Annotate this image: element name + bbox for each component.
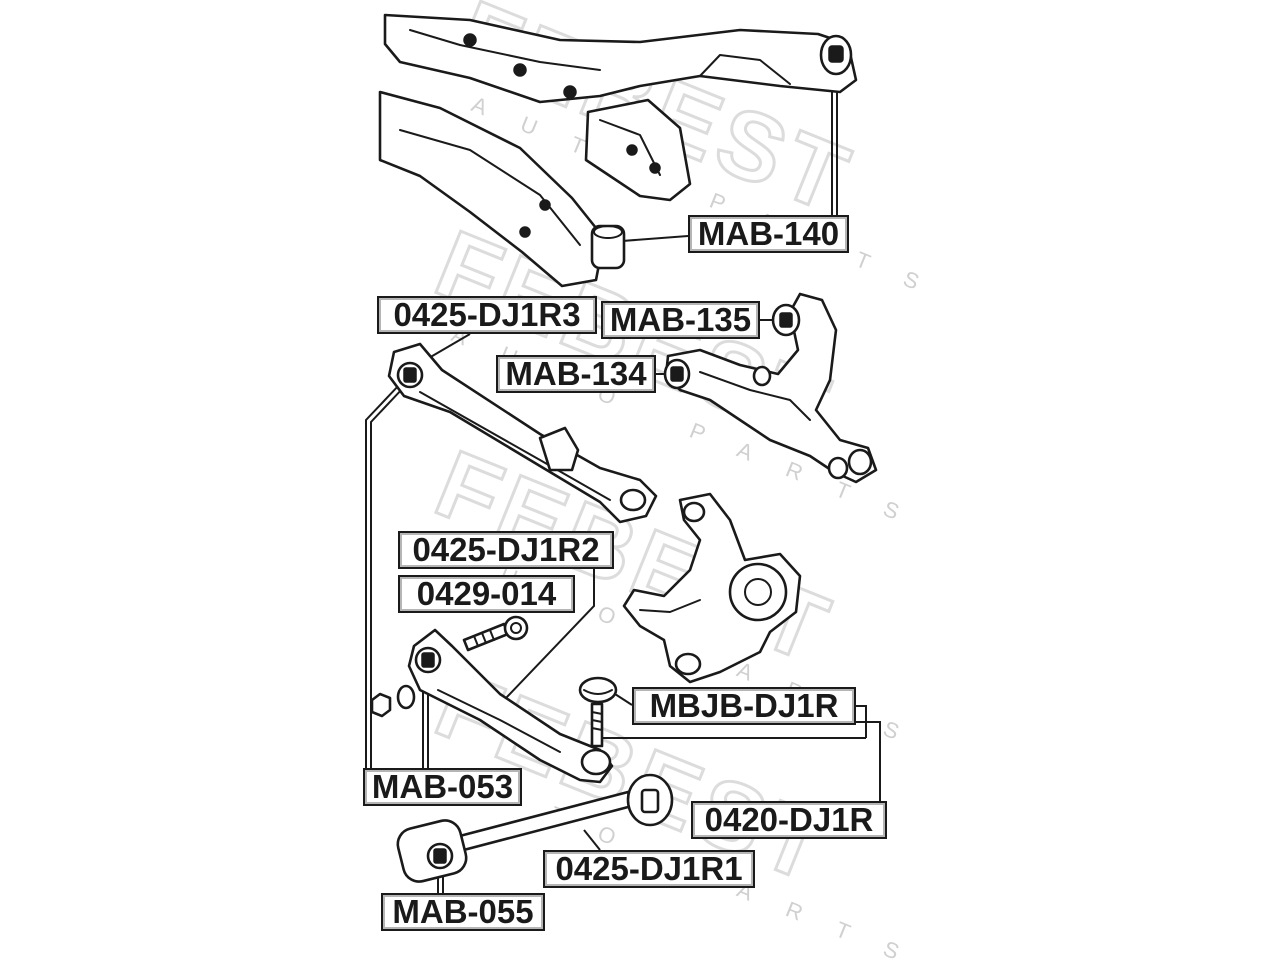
part-label-mab-135: MAB-135 — [601, 301, 760, 339]
part-label-0429-014: 0429-014 — [398, 575, 575, 613]
arm-end-eye — [847, 448, 873, 476]
arm-flange — [437, 689, 561, 753]
subframe-bolt — [519, 226, 531, 238]
bushing-core — [403, 367, 417, 383]
part-label-mab-134: MAB-134 — [496, 355, 656, 393]
part-label-mbjb-dj1r: MBJB-DJ1R — [632, 687, 856, 725]
knuckle-hub — [728, 562, 788, 622]
leader-mab-053-upper — [370, 386, 405, 768]
bolt-head — [503, 615, 529, 641]
leader-mab-140-lower — [621, 235, 689, 242]
arm-eye — [752, 365, 772, 387]
leader-lines — [365, 62, 881, 893]
knuckle-body — [622, 492, 802, 684]
bushing-mab-140-front — [590, 224, 626, 270]
arm-end-eye — [619, 488, 647, 512]
subframe-top-rail — [383, 13, 858, 104]
bushing-rim — [593, 225, 623, 239]
leader-0420-dj1r — [852, 721, 881, 801]
subframe-beam-edge — [399, 129, 581, 246]
knuckle-edge — [639, 599, 701, 613]
part-label-0420-dj1r: 0420-DJ1R — [691, 801, 887, 839]
bolt-thread — [473, 629, 495, 647]
leader-mab-053-upper — [365, 383, 401, 768]
nut-icon — [370, 692, 392, 718]
rear-knuckle — [622, 492, 802, 684]
subframe-bolt — [626, 144, 638, 156]
ball-joint-socket — [580, 748, 612, 776]
bushing-core — [433, 848, 447, 864]
arm-flange — [419, 391, 611, 501]
nut-and-washer — [370, 684, 416, 718]
part-label-0425-dj1r2: 0425-DJ1R2 — [398, 531, 614, 569]
upper-control-arm — [663, 292, 878, 484]
toe-link-outer-core — [640, 788, 660, 814]
leader-mbjb-dj1r — [614, 693, 633, 706]
leader-0425-dj1r1 — [583, 829, 601, 851]
ball-joint-stud — [590, 702, 604, 748]
bolt-head-center — [510, 622, 522, 634]
part-label-mab-055: MAB-055 — [381, 893, 545, 931]
bushing-core — [421, 652, 435, 668]
lateral-arm-0425-dj1r3 — [387, 342, 658, 524]
subframe-bolt — [539, 199, 551, 211]
subframe-rail-bracket — [699, 54, 791, 85]
toe-link-0425-dj1r1 — [396, 773, 674, 883]
arm-rib — [699, 371, 811, 421]
ball-joint-thread — [591, 711, 603, 731]
lower-arm-0425-dj1r2 — [407, 628, 614, 784]
washer-icon — [396, 684, 416, 710]
leader-0425-dj1r2 — [505, 569, 595, 699]
subframe-bolt — [463, 33, 477, 47]
part-label-0425-dj1r3: 0425-DJ1R3 — [377, 296, 597, 334]
subframe-bolt — [513, 63, 527, 77]
subframe-bolt — [649, 162, 661, 174]
arm-body — [407, 628, 614, 784]
rear-subframe — [378, 13, 858, 288]
ball-joint-mbjb-dj1r — [578, 676, 618, 748]
bolt-0429-014 — [462, 615, 529, 652]
arm-end-eye — [827, 456, 849, 480]
part-label-mab-053: MAB-053 — [363, 768, 522, 806]
part-label-mab-140: MAB-140 — [688, 215, 849, 253]
bushing-core — [670, 366, 684, 382]
arm-bracket — [538, 426, 580, 472]
ball-joint-boot-fold — [583, 689, 613, 695]
arm-body — [387, 342, 658, 524]
leader-mbjb-bracket — [852, 705, 867, 738]
knuckle-hub-bore — [744, 578, 772, 606]
ball-joint-boot — [578, 676, 618, 704]
knuckle-eye — [682, 501, 706, 523]
part-label-0425-dj1r1: 0425-DJ1R1 — [543, 850, 755, 888]
bushing-core — [779, 312, 793, 328]
bushing-core — [828, 45, 844, 63]
arm-body — [664, 292, 878, 484]
bolt-shank — [462, 622, 510, 652]
knuckle-eye — [674, 652, 702, 676]
subframe-tower-edge — [599, 119, 661, 176]
subframe-bolt — [563, 85, 577, 99]
subframe-rail-edge — [409, 29, 601, 71]
